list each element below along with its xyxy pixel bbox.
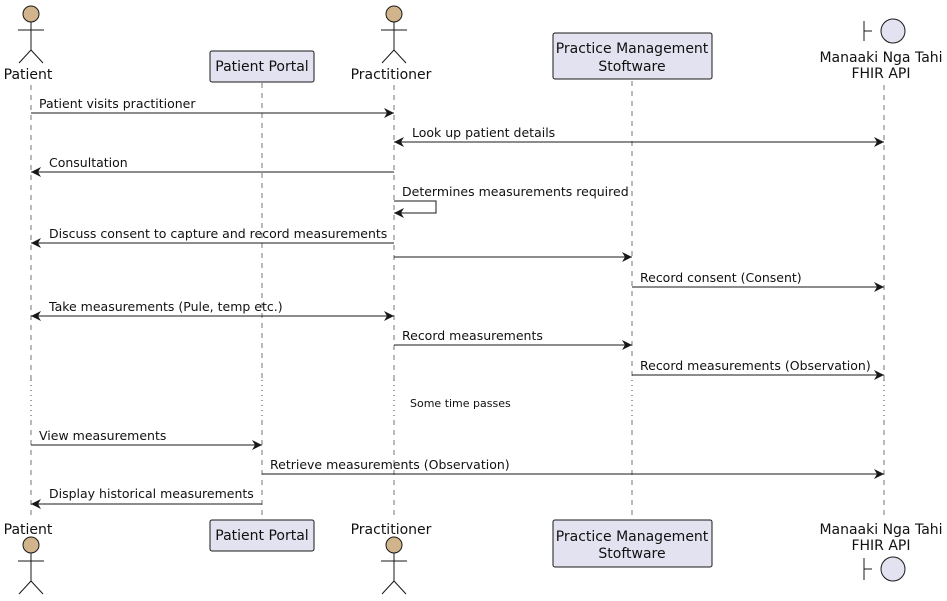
actor-practitioner-bottom: Practitioner (351, 522, 432, 595)
participant-box (209, 519, 315, 552)
message-label: Consultation (49, 155, 128, 170)
actor-patient-bottom: Patient (4, 522, 53, 595)
participant-label-practitioner: Practitioner (351, 67, 432, 83)
participant-box (209, 50, 315, 83)
participant-label-portal: Patient Portal (215, 528, 308, 544)
participant-label-fhir-line1: Manaaki Nga Tahi (819, 522, 942, 538)
message-label: Record measurements (Observation) (640, 358, 871, 373)
actor-practitioner-top: Practitioner (351, 5, 432, 83)
participant-box (552, 32, 713, 80)
actor-head-icon (22, 5, 40, 23)
message-label: Determines measurements required (402, 184, 629, 199)
message-label: Patient visits practitioner (39, 96, 196, 111)
actor-head-icon (385, 536, 403, 554)
self-message-arrow (394, 200, 437, 218)
participant-label-patient: Patient (4, 67, 53, 83)
participant-portal-top: Patient Portal (209, 50, 315, 83)
boundary-fhir-bottom: Manaaki Nga Tahi FHIR API (819, 522, 943, 582)
delay-label: Some time passes (410, 397, 511, 410)
participant-label-practitioner: Practitioner (351, 522, 432, 538)
participant-pms-bottom: Practice Management Stoftware (552, 519, 713, 568)
participant-box (552, 519, 713, 568)
participant-label-pms-line2: Stoftware (598, 546, 665, 562)
actor-head-icon (22, 536, 40, 554)
participant-label-pms-line1: Practice Management (556, 41, 709, 57)
message-label: Take measurements (Pule, temp etc.) (48, 299, 283, 314)
message-label: Record consent (Consent) (640, 270, 802, 285)
participant-label-fhir-line1: Manaaki Nga Tahi (819, 50, 942, 66)
message-label: Discuss consent to capture and record me… (49, 226, 387, 241)
participant-label-fhir-line2: FHIR API (851, 66, 910, 82)
participant-portal-bottom: Patient Portal (209, 519, 315, 552)
message-label: View measurements (39, 428, 166, 443)
message-label: Display historical measurements (49, 486, 254, 501)
participant-label-pms-line2: Stoftware (598, 59, 665, 75)
participant-label-pms-line1: Practice Management (556, 529, 709, 545)
boundary-fhir-top: Manaaki Nga Tahi FHIR API (819, 18, 943, 82)
actor-patient-top: Patient (4, 5, 53, 83)
message-label: Look up patient details (412, 125, 555, 140)
message-label: Retrieve measurements (Observation) (270, 457, 510, 472)
participant-pms-top: Practice Management Stoftware (552, 32, 713, 80)
actor-head-icon (385, 5, 403, 23)
messages: Patient visits practitioner Look up pati… (31, 96, 884, 509)
participant-label-fhir-line2: FHIR API (851, 538, 910, 554)
participant-label-patient: Patient (4, 522, 53, 538)
message-label: Record measurements (402, 328, 543, 343)
participant-label-portal: Patient Portal (215, 59, 308, 75)
